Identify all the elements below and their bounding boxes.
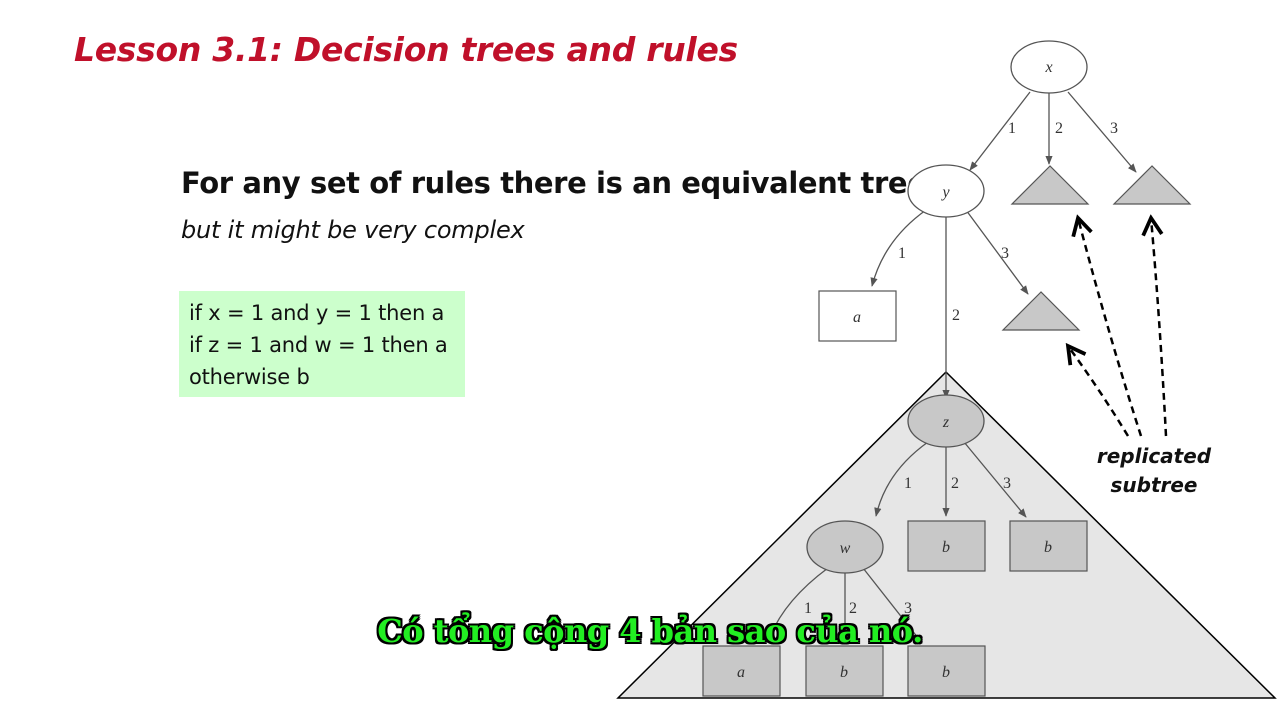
node-w: [806, 520, 884, 574]
edge-y-1: [870, 209, 927, 287]
edge-y-3: [965, 209, 1029, 295]
node-label: y: [940, 184, 950, 201]
rule-line: if x = 1 and y = 1 then a: [189, 301, 445, 325]
node-x: [1010, 40, 1088, 94]
subtree-triangle-x2: [1010, 165, 1090, 205]
edge-label: 3: [1001, 245, 1009, 262]
node-label: x: [1044, 59, 1052, 76]
leaf-label: b: [840, 664, 848, 681]
edge-w-1: [767, 567, 829, 643]
replicated-subtree-callout: replicated subtree: [1090, 442, 1218, 500]
edge-label: 1: [904, 475, 912, 492]
edge-z-1: [874, 441, 929, 517]
edge-label: 1: [804, 600, 812, 617]
node-z: [907, 394, 985, 448]
edge-label: 1: [1008, 120, 1016, 137]
callout-line: replicated: [1096, 444, 1212, 468]
leaf-label: a: [853, 309, 861, 326]
leaf-label: a: [737, 664, 745, 681]
edge-label: 2: [952, 307, 960, 324]
edge-x-1: [969, 91, 1031, 171]
callout-arrow: [1068, 346, 1130, 437]
leaf-y1: [818, 290, 897, 342]
edge-label: 1: [898, 245, 906, 262]
leaf-w3: [907, 645, 986, 697]
rule-line: if z = 1 and w = 1 then a: [189, 333, 448, 357]
node-label: z: [942, 414, 950, 431]
edge-x-3: [1067, 91, 1137, 173]
slide-subheading: but it might be very complex: [181, 216, 525, 244]
subtree-triangle-y3: [1001, 291, 1081, 331]
callout-arrow: [1151, 218, 1168, 437]
leaf-w1: [702, 645, 781, 697]
node-label: w: [840, 540, 851, 557]
slide-title: Lesson 3.1: Decision trees and rules: [74, 30, 738, 69]
leaf-label: b: [942, 664, 950, 681]
leaf-z3: [1009, 520, 1088, 572]
subtree-triangle-x3: [1112, 165, 1192, 205]
callout-arrow: [1078, 218, 1143, 437]
edge-z-3: [963, 441, 1027, 518]
leaf-z2: [907, 520, 986, 572]
leaf-label: b: [1044, 539, 1052, 556]
rules-box: if x = 1 and y = 1 then a if z = 1 and w…: [179, 291, 465, 397]
rule-line: otherwise b: [189, 365, 310, 389]
edge-label: 2: [1055, 120, 1063, 137]
edge-w-3: [862, 567, 923, 644]
video-subtitle: Có tổng cộng 4 bản sao của nó.: [377, 612, 923, 650]
node-y: [907, 164, 985, 218]
leaf-w2: [805, 645, 884, 697]
edge-label: 3: [1003, 475, 1011, 492]
edge-label: 2: [951, 475, 959, 492]
edge-label: 2: [849, 600, 857, 617]
edge-label: 3: [1110, 120, 1118, 137]
callout-line: subtree: [1110, 473, 1198, 497]
edge-label: 3: [904, 600, 912, 617]
slide-heading: For any set of rules there is an equival…: [181, 166, 927, 200]
leaf-label: b: [942, 539, 950, 556]
